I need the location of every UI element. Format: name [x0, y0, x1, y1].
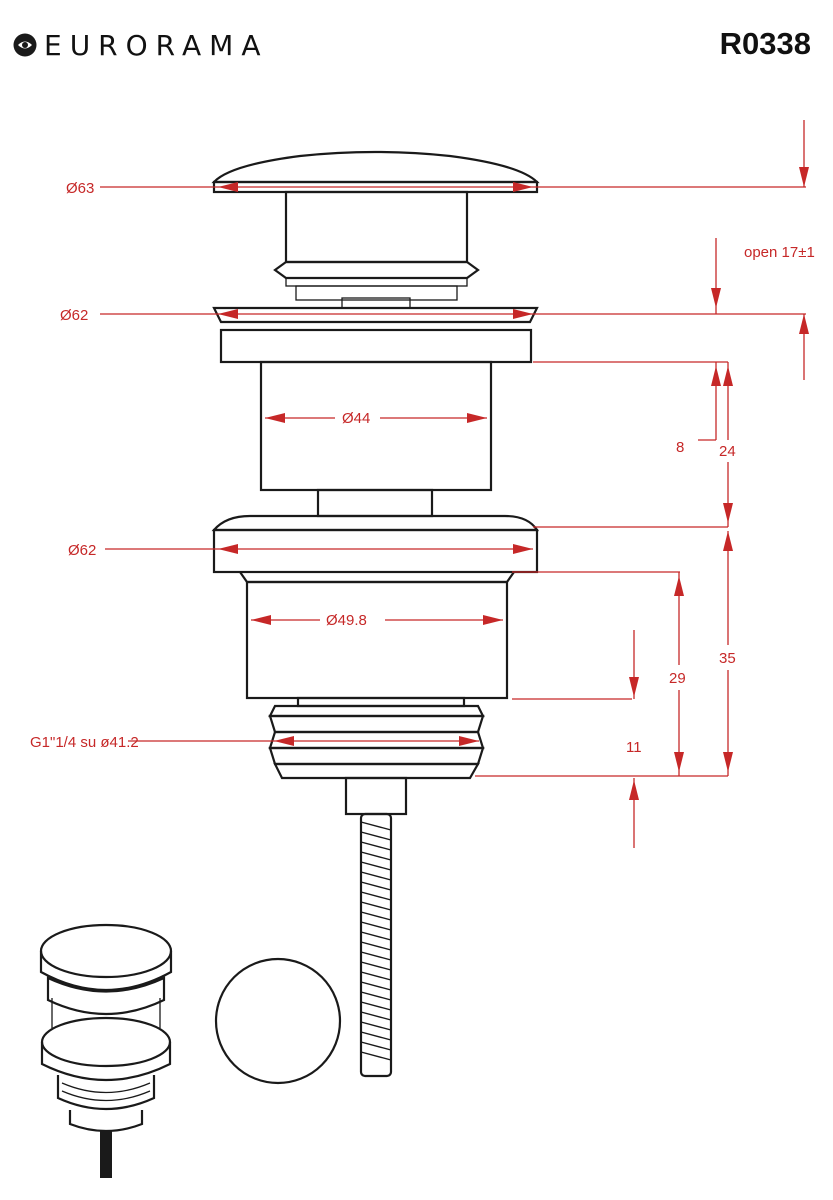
label-dim-24: 24 [719, 443, 736, 460]
spring-collar [295, 285, 458, 301]
label-dim-35: 35 [719, 650, 736, 667]
brand-header: EURORAMA [12, 28, 268, 62]
brand-logo-icon [13, 33, 37, 57]
label-thread: G1"1/4 su ø41.2 [30, 734, 139, 751]
cap-dome [211, 150, 540, 184]
label-cap-diameter: Ø63 [66, 180, 94, 197]
rod-illustration [100, 1130, 112, 1178]
rod-threads [360, 821, 392, 1061]
label-body-diameter: Ø44 [342, 410, 370, 427]
threaded-rod [359, 812, 393, 1078]
center-stem [316, 488, 434, 518]
dimension-lines [100, 120, 809, 848]
label-lower-body-diameter: Ø49.8 [326, 612, 367, 629]
cap-top-view [214, 957, 342, 1085]
label-dim-11: 11 [626, 739, 642, 756]
upper-body [259, 360, 493, 492]
label-lower-flange-diameter: Ø62 [68, 542, 96, 559]
label-dim-29: 29 [669, 670, 686, 687]
dimension-labels: Ø63 Ø62 Ø44 Ø62 Ø49.8 G1"1/4 su ø41.2 op… [30, 180, 815, 756]
lower-flange-bevel [239, 571, 515, 584]
thread-section [268, 696, 485, 780]
drain-part-outline [211, 150, 540, 1078]
spring-ring [273, 260, 480, 280]
spring-base [285, 277, 468, 287]
label-open-height: open 17±1 [744, 244, 815, 261]
upper-flange-ring [219, 328, 533, 364]
lower-body [245, 580, 509, 700]
upper-flange [212, 306, 539, 324]
lower-flange [212, 528, 539, 574]
cap-neck [284, 190, 469, 264]
lower-stem [344, 776, 408, 816]
product-3d-illustration [39, 923, 173, 1178]
label-dim-8: 8 [676, 439, 684, 456]
label-flange-diameter: Ø62 [60, 307, 88, 324]
brand-name: EURORAMA [44, 28, 269, 62]
product-code: R0338 [719, 26, 811, 61]
lower-flange-top [211, 514, 540, 532]
